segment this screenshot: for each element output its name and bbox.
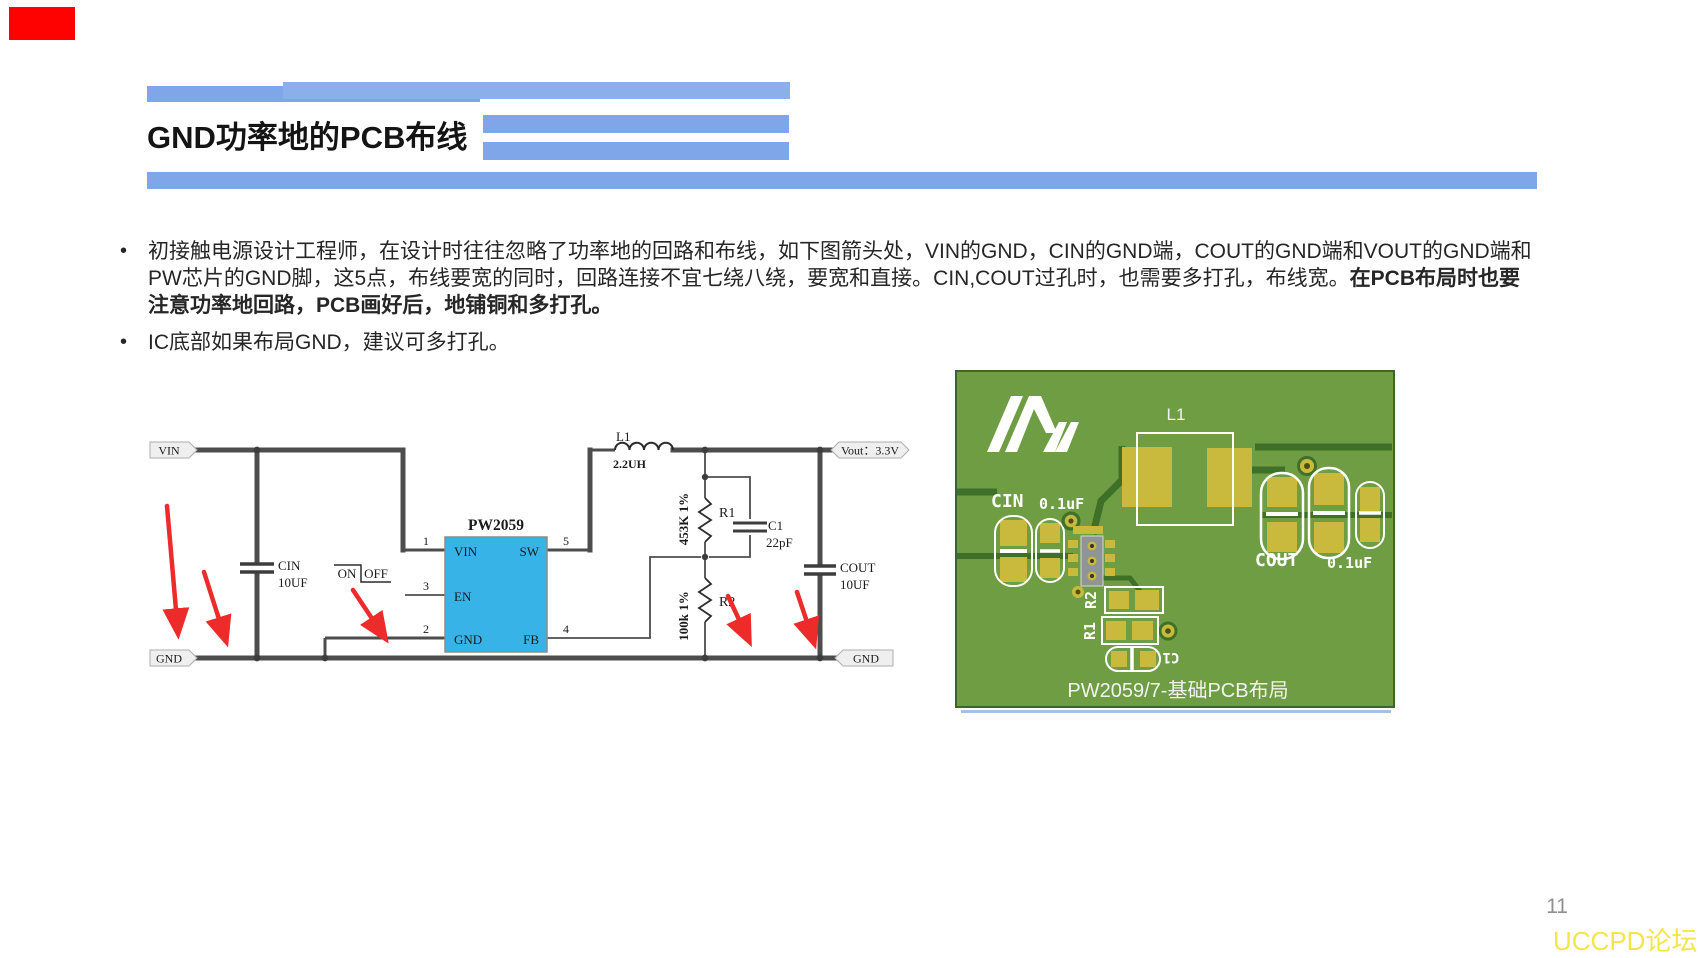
circuit-schematic: VIN Vout：3.3V GND GND CIN 10UF ON OFF PW… (149, 429, 910, 667)
r1-value: 453K 1% (676, 493, 691, 545)
corner-accent-block (9, 7, 75, 40)
ic-name: PW2059 (468, 517, 524, 534)
red-arrow-2 (201, 569, 232, 648)
cout-name: COUT (840, 560, 875, 575)
page-number: 11 (1546, 895, 1568, 918)
pcb-ic-footprint (1068, 526, 1115, 587)
l1-value: 2.2UH (613, 457, 647, 471)
bullet-1-text: 初接触电源设计工程师，在设计时往往忽略了功率地的回路和布线，如下图箭头处，VIN… (148, 238, 1540, 319)
r1-resistor (697, 497, 713, 543)
cin-value: 10UF (278, 575, 308, 590)
r2-value: 100k 1% (676, 591, 691, 640)
pin-number-5: 5 (563, 534, 569, 548)
red-arrow-4 (725, 593, 752, 648)
pin-number-4: 4 (563, 622, 569, 636)
pcb-r1-footprint: R1 (1081, 616, 1159, 645)
ic-pin-gnd: GND (454, 632, 482, 647)
c1-capacitor (733, 521, 767, 533)
red-arrow-1 (162, 503, 190, 640)
switch-on-label: ON (338, 566, 357, 581)
watermark: UCCPD论坛 (1553, 926, 1698, 956)
cout-value: 10UF (840, 577, 870, 592)
page-title: GND功率地的PCB布线 (147, 120, 468, 155)
pcb-caption: PW2059/7-基础PCB布局 (1067, 679, 1288, 702)
pin-number-1: 1 (423, 534, 429, 548)
bullet-marker: • (120, 240, 128, 262)
bullet-list: • 初接触电源设计工程师，在设计时往往忽略了功率地的回路和布线，如下图箭头处，V… (120, 238, 1540, 366)
pcb-c1-footprint: C1 (1105, 646, 1180, 672)
title-side-bar-2 (483, 142, 789, 160)
cin-name: CIN (278, 558, 301, 573)
r1-name: R1 (719, 506, 735, 521)
r2-resistor (697, 577, 713, 623)
pcb-r2-label: R2 (1082, 591, 1100, 609)
pcb-r2-footprint: R2 (1082, 586, 1164, 614)
pcb-logo (987, 396, 1079, 452)
pcb-bottom-edge (961, 710, 1391, 713)
pcb-l1-label: L1 (1167, 405, 1186, 424)
l1-name: L1 (616, 429, 630, 444)
bullet-item-2: • IC底部如果布局GND，建议可多打孔。 (120, 329, 1540, 356)
pcb-cin-footprints: CIN 0.1uF (991, 491, 1084, 587)
ic-pin-fb: FB (523, 632, 539, 647)
junction-dots (253, 446, 824, 662)
c1-name: C1 (768, 518, 783, 533)
ic-pin-vin: VIN (454, 544, 478, 559)
feedback-network: R1 C1 22pF R2 453K 1% 100k 1% (676, 493, 793, 641)
pcb-cout-value: 0.1uF (1327, 554, 1372, 572)
vin-label: VIN (158, 444, 180, 458)
switch-off-label: OFF (364, 566, 388, 581)
vin-net-tag: VIN (149, 441, 198, 459)
title-side-bar-1 (483, 115, 789, 133)
cout-capacitor: COUT 10UF (804, 560, 875, 592)
gnd-net-tag-left: GND (149, 649, 198, 667)
header-bar-long (147, 172, 1537, 189)
vout-label: Vout：3.3V (841, 444, 899, 458)
red-arrow-5 (793, 589, 819, 650)
pcb-cout-footprints: COUT 0.1uF (1255, 466, 1385, 572)
pcb-layout-image: L1 CIN 0.1uF (955, 370, 1395, 713)
pin-number-3: 3 (423, 579, 429, 593)
cin-capacitor: CIN 10UF (240, 558, 308, 590)
pcb-vias (1061, 456, 1317, 641)
on-off-switch: ON OFF (334, 564, 391, 583)
gnd-right-label: GND (853, 652, 879, 666)
pcb-r1-label: R1 (1081, 622, 1099, 640)
vout-net-tag: Vout：3.3V (830, 441, 910, 459)
pcb-cin-label: CIN (991, 491, 1024, 512)
ic-pin-sw: SW (520, 544, 540, 559)
l1-inductor: L1 2.2UH (613, 429, 674, 471)
pcb-cin-value: 0.1uF (1039, 495, 1084, 513)
gnd-left-label: GND (156, 652, 182, 666)
pcb-c1-label: C1 (1163, 649, 1180, 665)
pcb-cout-label: COUT (1255, 550, 1299, 571)
bullet-2-text: IC底部如果布局GND，建议可多打孔。 (148, 331, 510, 354)
bullet-marker: • (120, 331, 128, 353)
header-bar-top-right (283, 82, 790, 99)
ic-pin-en: EN (454, 589, 472, 604)
pin-number-2: 2 (423, 622, 429, 636)
ic-pw2059: PW2059 VIN EN GND SW FB 1 3 2 5 4 (423, 517, 569, 653)
bullet-1-bold: 在PCB布局时也要注意功率地回路，PCB画好后，地铺铜和多打孔。 (148, 267, 1521, 317)
bullet-1-normal: 初接触电源设计工程师，在设计时往往忽略了功率地的回路和布线，如下图箭头处，VIN… (148, 240, 1532, 290)
c1-value: 22pF (766, 535, 793, 550)
bullet-item-1: • 初接触电源设计工程师，在设计时往往忽略了功率地的回路和布线，如下图箭头处，V… (120, 238, 1540, 319)
red-arrow-3 (350, 587, 389, 644)
gnd-annotation-arrows (162, 503, 819, 650)
gnd-net-tag-right: GND (834, 649, 894, 667)
pcb-l1-footprint: L1 (1122, 405, 1252, 526)
